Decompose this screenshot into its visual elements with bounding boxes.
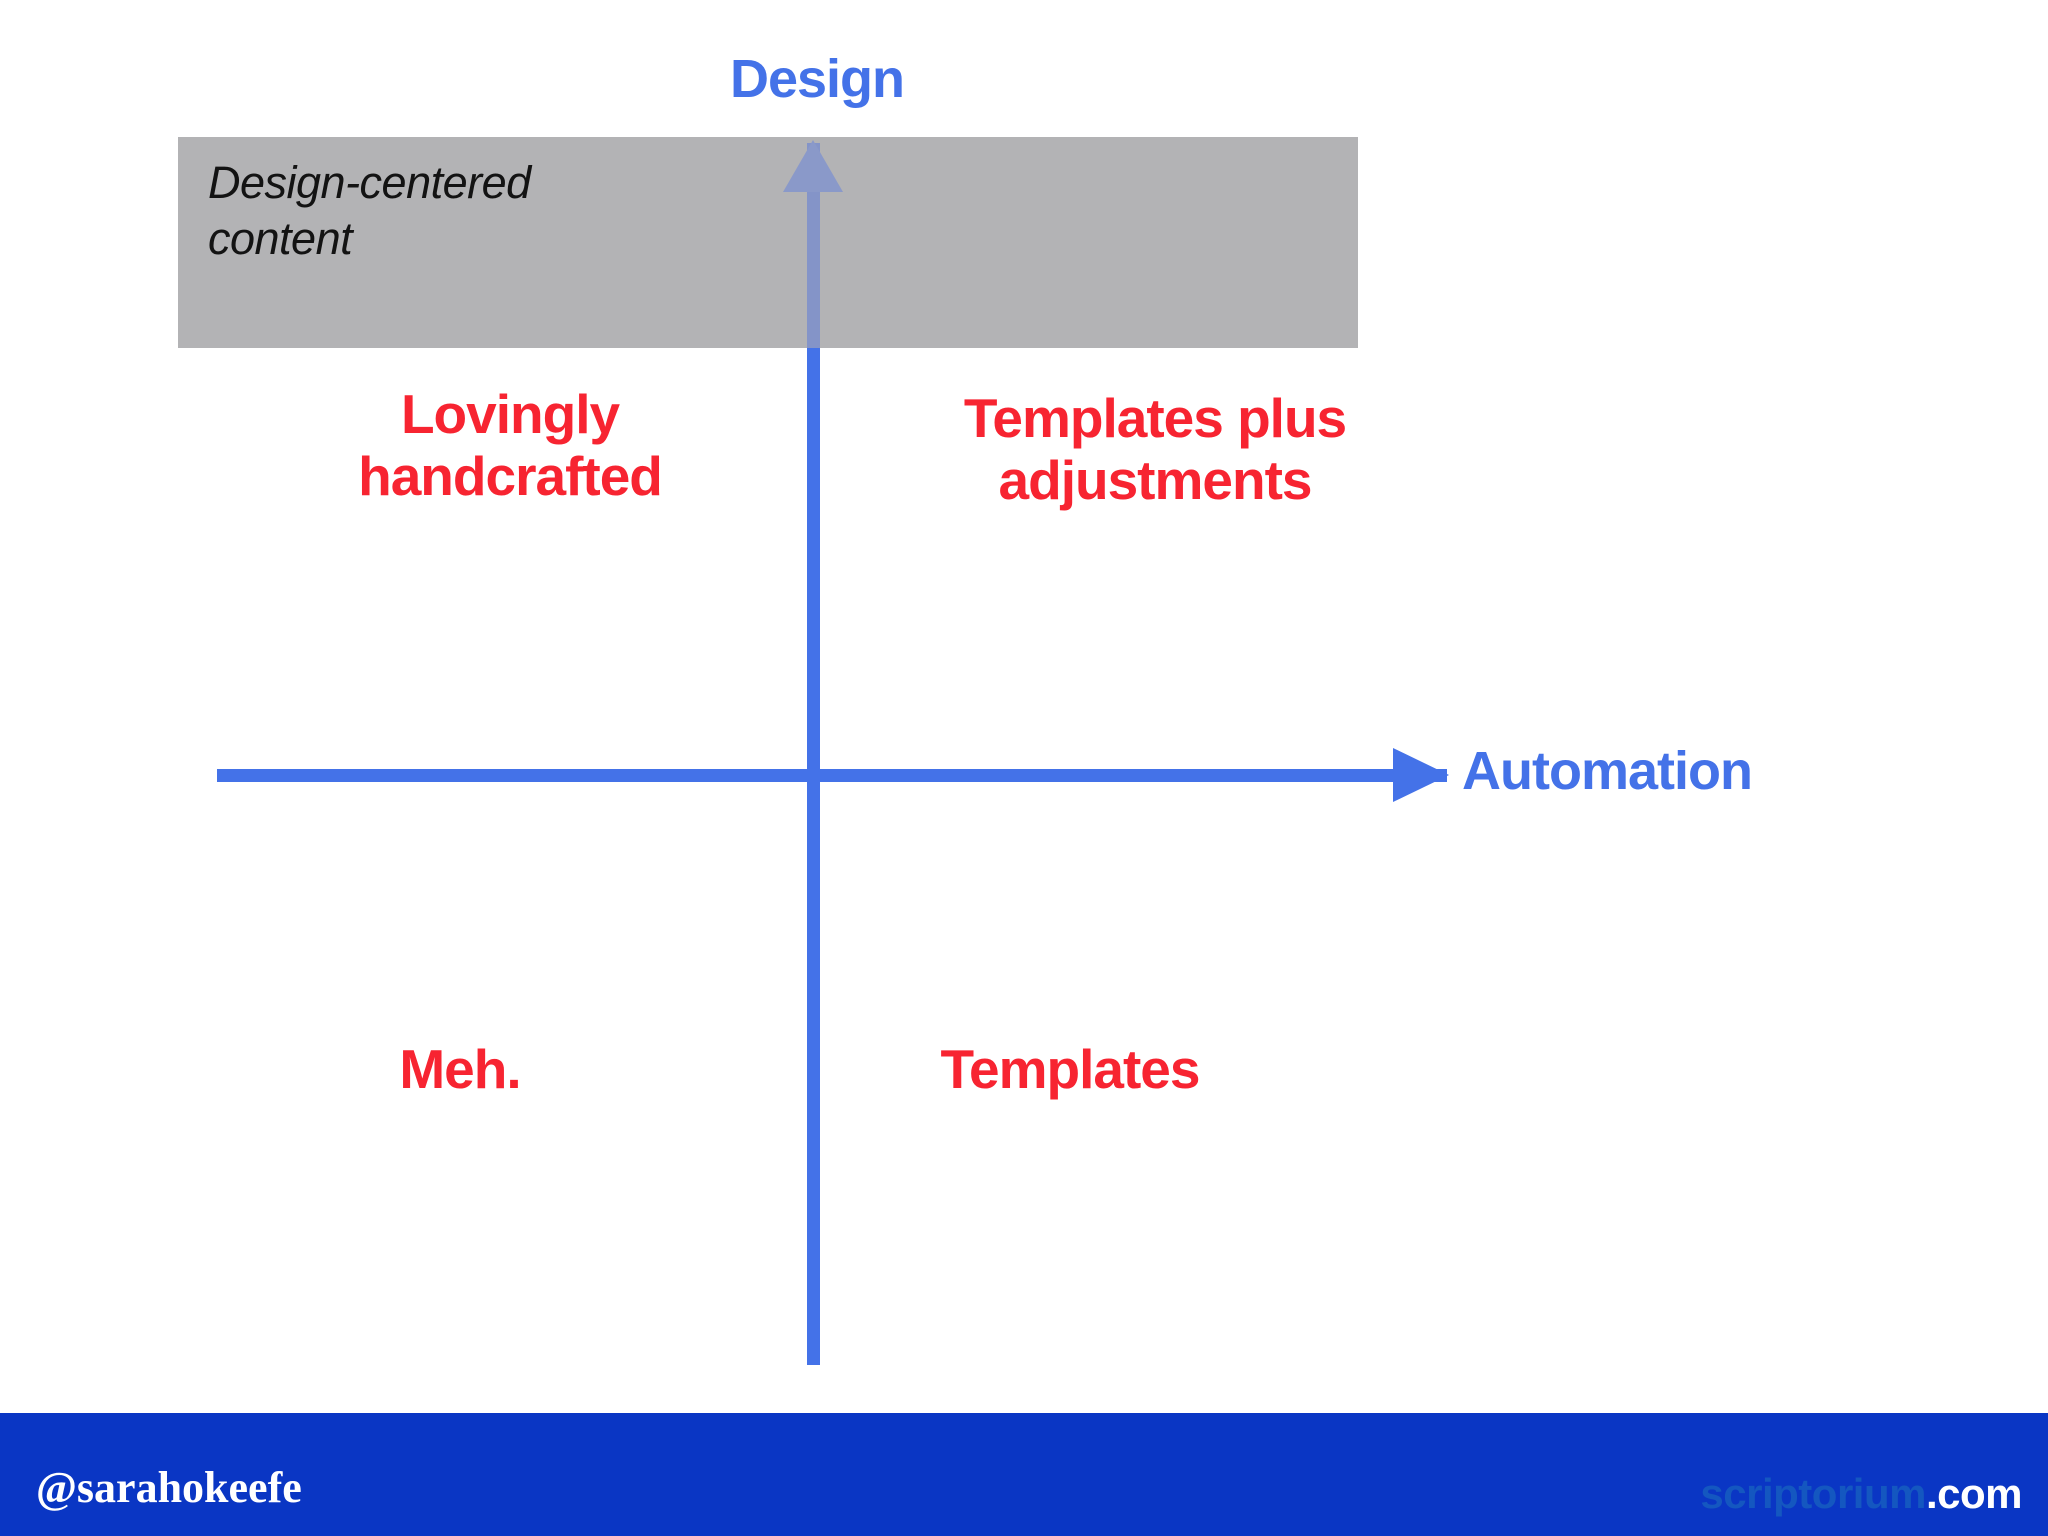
y-axis-title: Design <box>729 49 905 109</box>
quadrant-label-top-left: Lovingly handcrafted <box>358 383 663 507</box>
vertical-axis-arrow-icon <box>783 140 843 192</box>
horizontal-axis-line <box>217 769 1447 782</box>
footer-brand-name: scriptorium <box>1700 1470 1926 1517</box>
footer-brand-logo: scriptorium.com <box>1700 1470 2022 1518</box>
x-axis-title: Automation <box>1462 741 1753 801</box>
footer-social-handle: @sarahokeefe <box>36 1463 302 1512</box>
horizontal-axis-arrow-icon <box>1393 748 1449 802</box>
vertical-axis-line-over-band <box>807 143 820 348</box>
footer-brand-tld: .com <box>1925 1470 2023 1517</box>
footer-bar <box>0 1413 2048 1536</box>
quadrant-label-bottom-right: Templates <box>940 1038 1201 1100</box>
design-centered-region-label: Design-centered content <box>208 157 531 265</box>
design-centered-region <box>178 137 1358 348</box>
quadrant-label-top-right: Templates plus adjustments <box>963 387 1347 511</box>
quadrant-label-bottom-left: Meh. <box>399 1038 521 1100</box>
vertical-axis-line <box>807 143 820 1365</box>
